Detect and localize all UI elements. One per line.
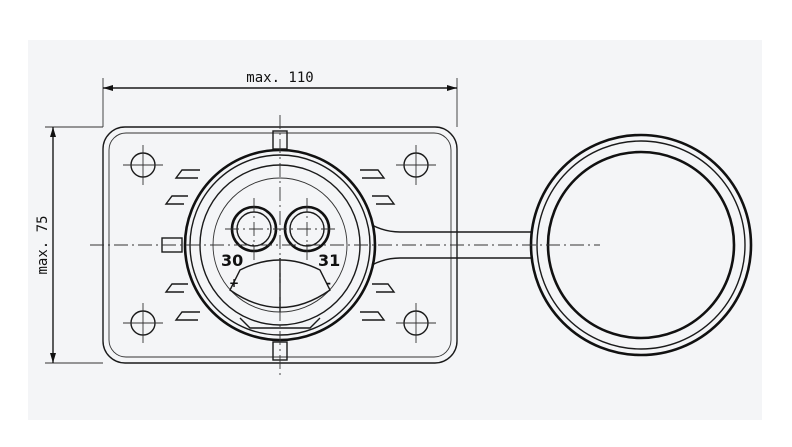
mounting-hole [123,303,163,343]
mounting-hole [123,145,163,185]
width-dimension: max. 110 [102,70,458,127]
mounting-holes [123,145,436,343]
pin-30-number: 30 [221,251,243,270]
cap-strap [371,224,533,266]
pin-31-number: 31 [318,251,340,270]
mounting-hole [396,145,436,185]
center-lines [90,115,600,375]
height-dimension-label: max. 75 [35,215,51,274]
mounting-hole [396,303,436,343]
width-dimension-label: max. 110 [246,70,313,86]
pin-31-sign: - [326,276,331,290]
height-dimension: max. 75 [35,126,103,364]
pin-30-sign: + [229,276,239,290]
